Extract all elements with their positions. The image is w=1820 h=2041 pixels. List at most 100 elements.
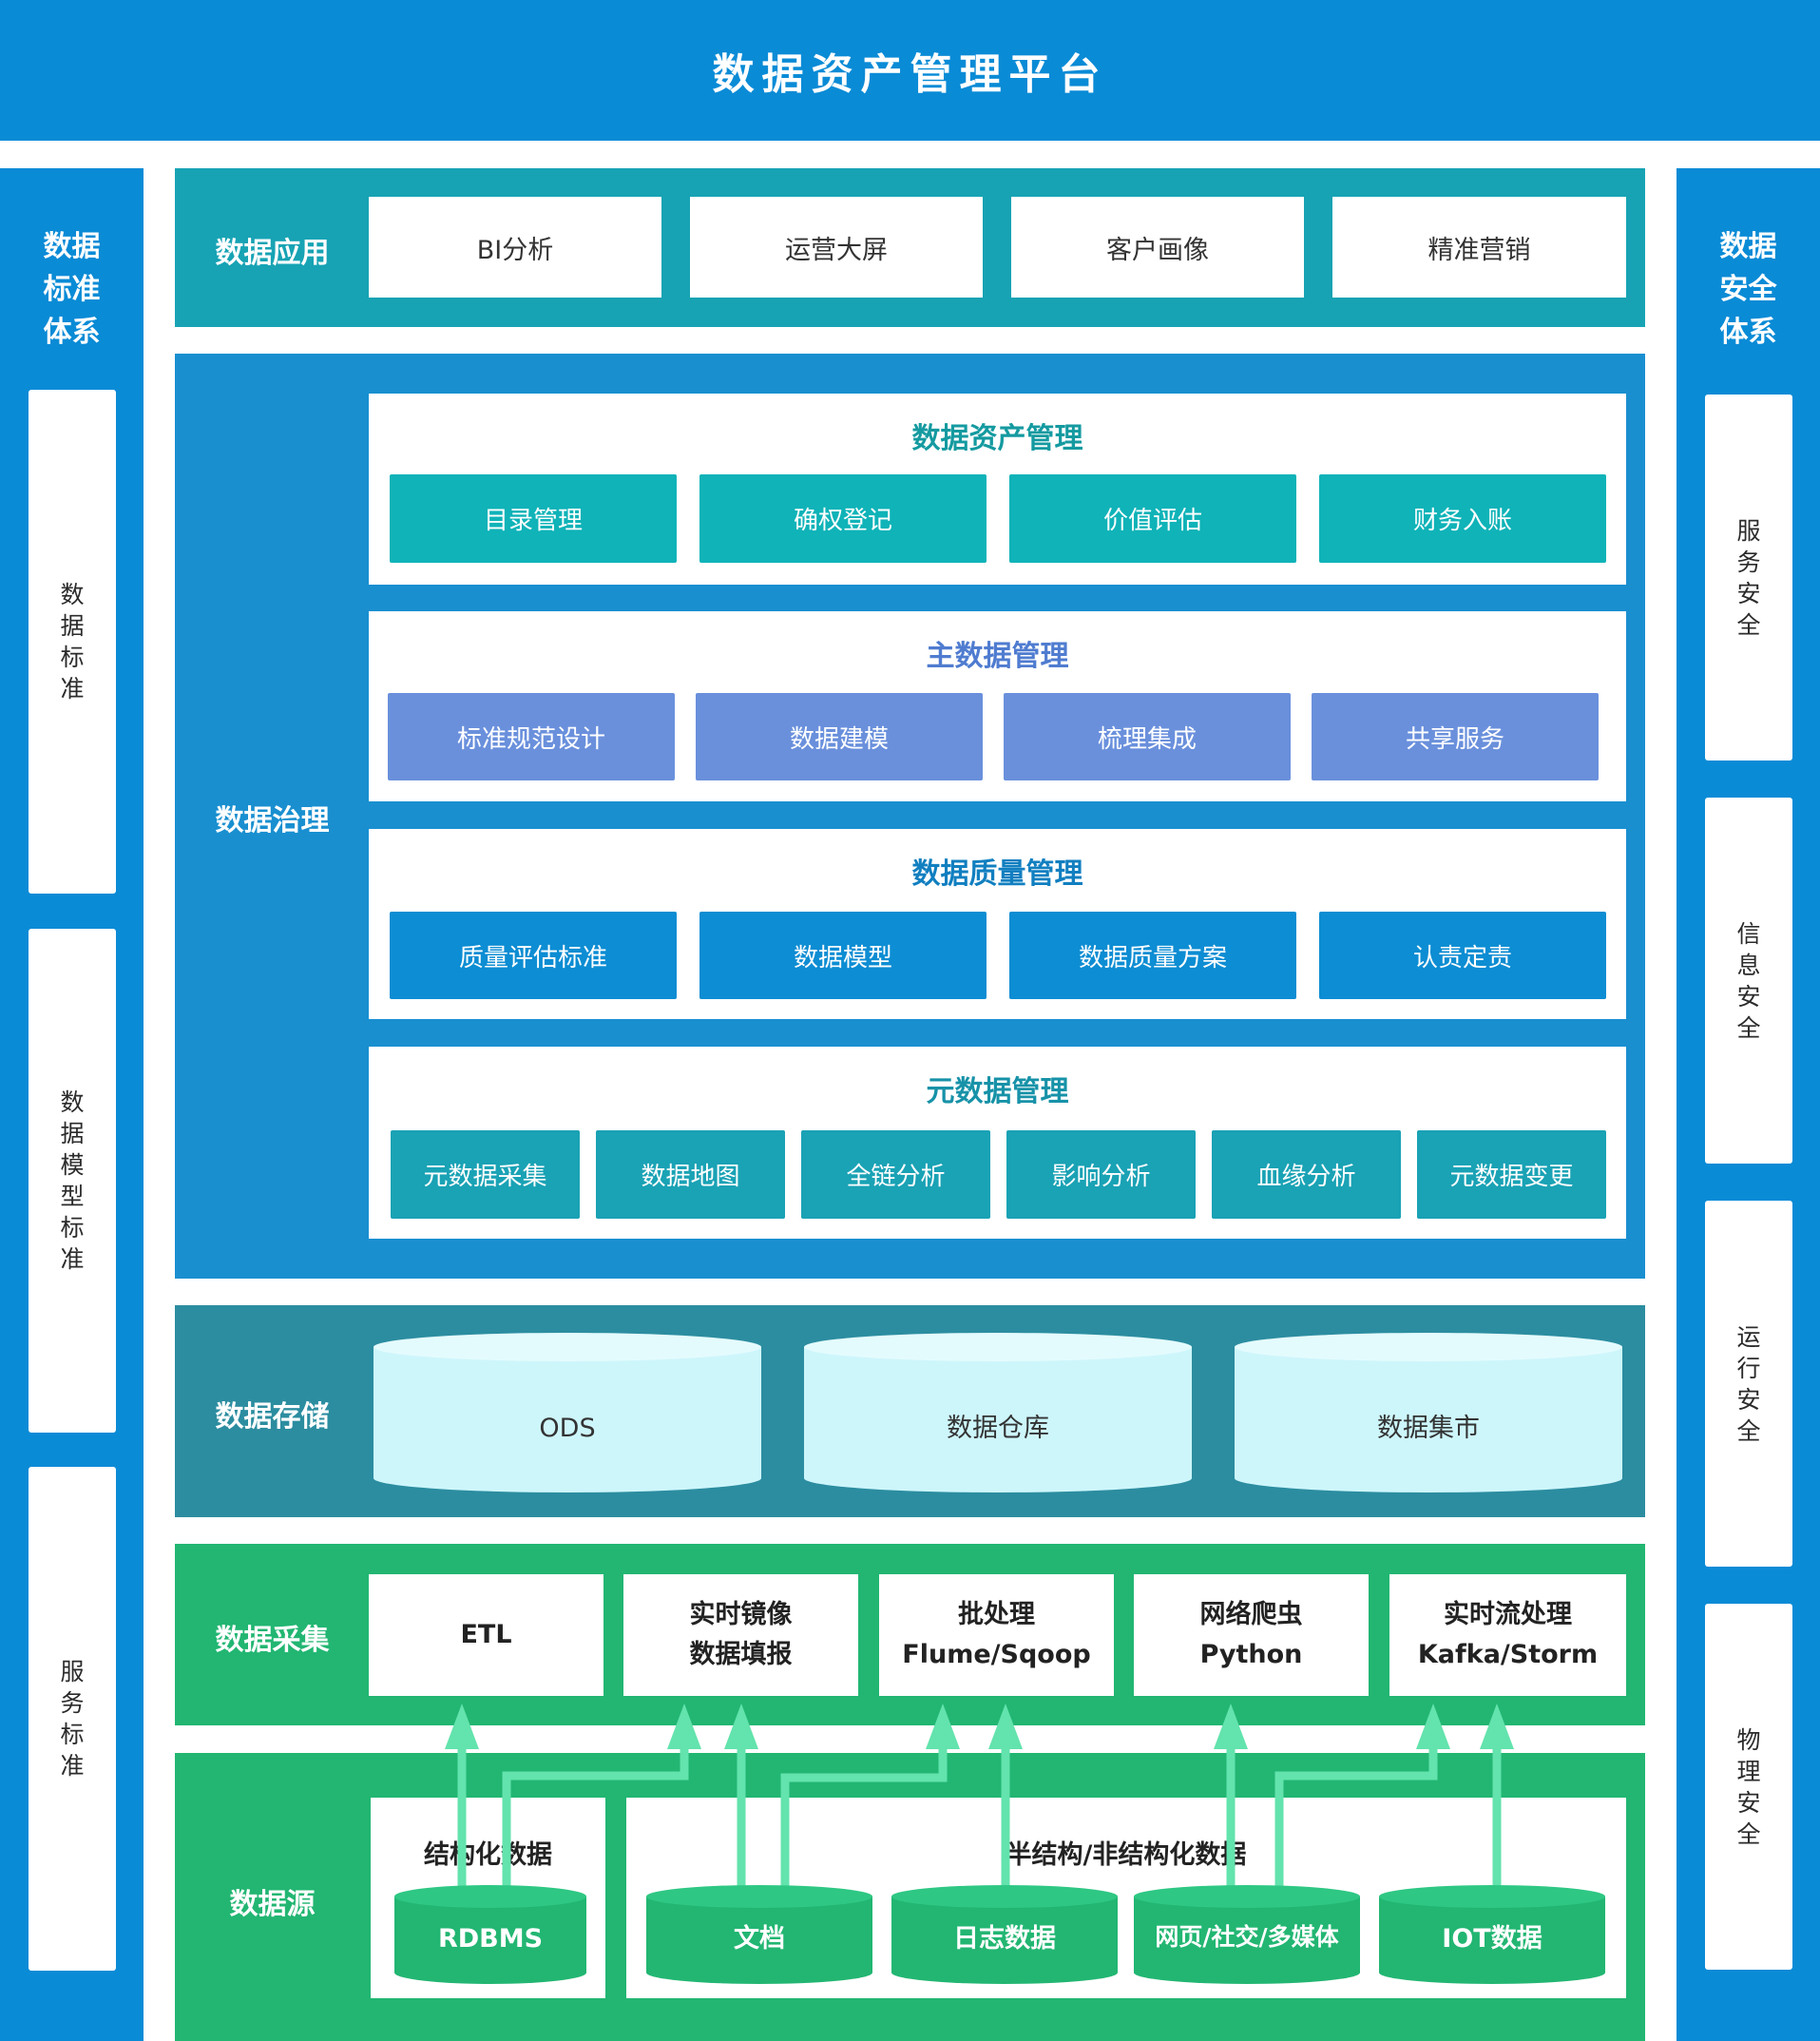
metadata-item-data-map[interactable]: 数据地图	[596, 1130, 785, 1219]
data-governance-section: 数据治理 数据资产管理 目录管理 确权登记 价值评估 财务入账 主数据管理 标准…	[175, 354, 1645, 1279]
collect-item-line2: 数据填报	[689, 1640, 793, 1669]
quality-item-data-model[interactable]: 数据模型	[699, 912, 987, 999]
left-item-data-standard[interactable]: 数据标准	[29, 390, 116, 894]
left-item-data-model-standard[interactable]: 数据模型标准	[29, 929, 116, 1433]
master-item-label: 标准规范设计	[456, 724, 605, 754]
cylinder-bottom	[1235, 1464, 1622, 1492]
quality-item-accountability[interactable]: 认责定责	[1319, 912, 1606, 999]
storage-mart-cylinder[interactable]: 数据集市	[1235, 1333, 1622, 1492]
metadata-item-lineage[interactable]: 血缘分析	[1212, 1130, 1401, 1219]
data-storage-section: 数据存储 ODS 数据仓库 数据集市	[175, 1305, 1645, 1517]
quality-item-eval-standard[interactable]: 质量评估标准	[390, 912, 677, 999]
right-item-label: 运行安全	[1736, 1322, 1761, 1445]
collect-item-line1: 实时流处理	[1444, 1600, 1572, 1629]
storage-mart-label: 数据集市	[1377, 1414, 1480, 1443]
right-item-service-security[interactable]: 服务安全	[1705, 395, 1792, 761]
right-security-column: 数据安全体系 服务安全 信息安全 运行安全 物理安全	[1676, 168, 1820, 2041]
master-data-panel: 主数据管理 标准规范设计 数据建模 梳理集成 共享服务	[369, 611, 1626, 801]
metadata-item-change[interactable]: 元数据变更	[1417, 1130, 1606, 1219]
right-item-label: 物理安全	[1736, 1725, 1761, 1848]
left-item-service-standard[interactable]: 服务标准	[29, 1467, 116, 1971]
collect-item-etl[interactable]: ETL	[369, 1574, 603, 1696]
storage-ods-label: ODS	[539, 1414, 595, 1443]
asset-item-rights[interactable]: 确权登记	[699, 474, 987, 563]
app-item-customer-profile[interactable]: 客户画像	[1011, 197, 1304, 298]
collect-item-line1: 网络爬虫	[1199, 1600, 1303, 1629]
app-item-bi[interactable]: BI分析	[369, 197, 661, 298]
asset-item-catalog[interactable]: 目录管理	[390, 474, 677, 563]
asset-item-accounting[interactable]: 财务入账	[1319, 474, 1606, 563]
collect-item-mirror[interactable]: 实时镜像 数据填报	[623, 1574, 858, 1696]
collect-item-line1: 批处理	[958, 1600, 1035, 1629]
app-item-label: 客户画像	[1106, 235, 1209, 265]
app-item-label: 运营大屏	[785, 235, 888, 265]
asset-management-title: 数据资产管理	[911, 422, 1083, 455]
master-data-title: 主数据管理	[926, 640, 1069, 673]
right-item-physical-security[interactable]: 物理安全	[1705, 1604, 1792, 1970]
storage-ods-cylinder[interactable]: ODS	[374, 1333, 761, 1492]
app-item-label: BI分析	[476, 235, 554, 265]
structured-data-title: 结构化数据	[424, 1840, 552, 1870]
left-item-label: 数据模型标准	[60, 1088, 85, 1273]
cylinder-body	[374, 1347, 761, 1478]
cylinder-top	[1235, 1333, 1622, 1361]
cylinder-bottom	[804, 1464, 1192, 1492]
storage-warehouse-cylinder[interactable]: 数据仓库	[804, 1333, 1192, 1492]
collect-item-batch[interactable]: 批处理 Flume/Sqoop	[879, 1574, 1114, 1696]
asset-item-label: 目录管理	[483, 507, 583, 535]
collect-item-crawler[interactable]: 网络爬虫 Python	[1134, 1574, 1369, 1696]
collect-item-stream[interactable]: 实时流处理 Kafka/Storm	[1389, 1574, 1626, 1696]
metadata-management-panel: 元数据管理 元数据采集 数据地图 全链分析 影响分析 血缘分析 元数据变更	[369, 1047, 1626, 1239]
master-item-integration[interactable]: 梳理集成	[1004, 693, 1291, 780]
asset-item-label: 财务入账	[1412, 507, 1512, 535]
right-item-info-security[interactable]: 信息安全	[1705, 798, 1792, 1164]
app-item-label: 精准营销	[1427, 235, 1531, 265]
data-governance-label: 数据治理	[215, 804, 330, 838]
cylinder-bottom	[374, 1464, 761, 1492]
master-item-standard-design[interactable]: 标准规范设计	[388, 693, 675, 780]
quality-item-label: 质量评估标准	[458, 943, 607, 972]
right-column-title: 数据安全体系	[1676, 225, 1820, 354]
metadata-item-label: 全链分析	[846, 1163, 946, 1191]
metadata-item-label: 影响分析	[1051, 1163, 1151, 1191]
quality-item-label: 数据模型	[793, 943, 892, 972]
metadata-item-impact[interactable]: 影响分析	[1006, 1130, 1196, 1219]
left-title-line: 数据标准体系	[43, 230, 101, 349]
master-item-sharing[interactable]: 共享服务	[1312, 693, 1599, 780]
metadata-management-title: 元数据管理	[926, 1075, 1069, 1108]
asset-item-label: 价值评估	[1102, 507, 1202, 535]
data-source-section: 数据源 结构化数据 半结构/非结构化数据	[175, 1753, 1645, 2041]
quality-item-label: 认责定责	[1412, 943, 1512, 972]
metadata-item-label: 元数据采集	[423, 1163, 547, 1191]
right-item-label: 服务安全	[1736, 516, 1761, 639]
data-storage-label: 数据存储	[215, 1400, 330, 1434]
storage-warehouse-label: 数据仓库	[947, 1414, 1049, 1443]
collect-item-line2: Kafka/Storm	[1417, 1640, 1599, 1669]
asset-item-valuation[interactable]: 价值评估	[1009, 474, 1296, 563]
right-title-line: 数据安全体系	[1719, 230, 1777, 349]
cylinder-body	[1235, 1347, 1622, 1478]
quality-item-plan[interactable]: 数据质量方案	[1009, 912, 1296, 999]
master-item-modeling[interactable]: 数据建模	[696, 693, 983, 780]
metadata-item-label: 数据地图	[641, 1163, 740, 1191]
collect-item-line1: ETL	[460, 1620, 512, 1649]
metadata-item-full-chain[interactable]: 全链分析	[801, 1130, 990, 1219]
left-item-label: 数据标准	[60, 581, 85, 703]
data-application-section: 数据应用 BI分析 运营大屏 客户画像 精准营销	[175, 168, 1645, 327]
app-item-precision-marketing[interactable]: 精准营销	[1332, 197, 1626, 298]
collect-item-line2: Python	[1199, 1640, 1303, 1669]
left-item-label: 服务标准	[60, 1658, 85, 1780]
app-item-ops-screen[interactable]: 运营大屏	[690, 197, 983, 298]
master-item-label: 共享服务	[1405, 724, 1504, 754]
quality-management-title: 数据质量管理	[911, 857, 1083, 891]
asset-item-label: 确权登记	[793, 507, 892, 535]
master-item-label: 数据建模	[789, 724, 889, 754]
right-item-label: 信息安全	[1736, 919, 1761, 1042]
cylinder-body	[804, 1347, 1192, 1478]
storage-cylinders: ODS 数据仓库 数据集市	[374, 1333, 1622, 1492]
metadata-item-collection[interactable]: 元数据采集	[391, 1130, 580, 1219]
cylinder-top	[374, 1333, 761, 1361]
collect-item-line2: Flume/Sqoop	[902, 1640, 1091, 1669]
right-item-operation-security[interactable]: 运行安全	[1705, 1201, 1792, 1567]
data-source-label: 数据源	[229, 1888, 316, 1921]
